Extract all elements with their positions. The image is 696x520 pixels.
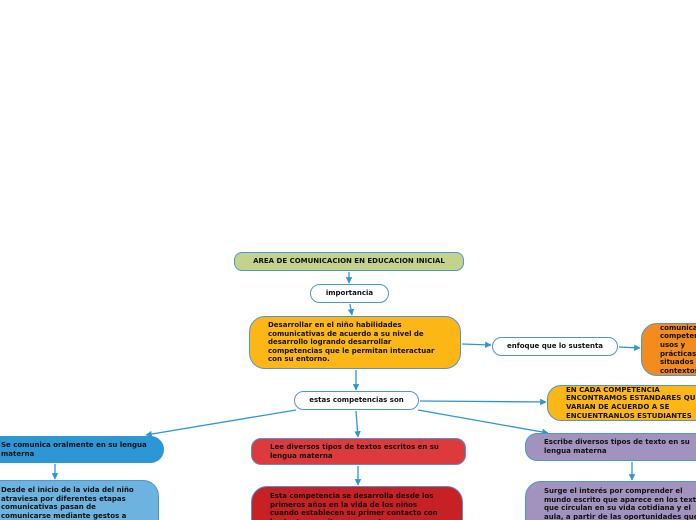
link-enfoque-detail <box>618 344 641 351</box>
estandares-node[interactable]: EN CADA COMPETENCIA ENCONTRAMOS ESTANDAR… <box>547 385 696 421</box>
link-description-enfoque <box>461 341 492 349</box>
oral-competency-node[interactable]: Se comunica oralmente en su lengua mater… <box>0 436 164 463</box>
link-competencias-escribe <box>417 409 549 436</box>
link-importancia-description <box>347 303 355 316</box>
lee-competency-node-text: Lee diversos tipos de textos escritos en… <box>270 442 439 460</box>
oral-detail-node-text: Desde el inicio de la vida del niño atra… <box>1 486 134 520</box>
escribe-detail-node[interactable]: Surge el interés por comprender el mundo… <box>525 481 696 520</box>
importancia-node-text: importancia <box>325 289 374 298</box>
escribe-detail-node-text: Surge el interés por comprender el mundo… <box>544 487 696 520</box>
enfoque-detail-node[interactable]: El enfoque comunicativo, competencias, u… <box>641 323 696 376</box>
oral-detail-node[interactable]: Desde el inicio de la vida del niño atra… <box>0 480 159 520</box>
title-node-text: AREA DE COMUNICACION EN EDUCACION INICIA… <box>253 257 445 266</box>
lee-detail-node[interactable]: Esta competencia se desarrolla desde los… <box>251 486 463 520</box>
estandares-node-text: EN CADA COMPETENCIA ENCONTRAMOS ESTANDAR… <box>566 385 696 420</box>
lee-competency-node[interactable]: Lee diversos tipos de textos escritos en… <box>251 438 466 465</box>
link-competencias-lee <box>354 410 361 438</box>
enfoque-detail-node-text: El enfoque comunicativo, competencias, u… <box>660 323 696 375</box>
description-node-text: Desarrollar en el niño habilidades comun… <box>268 321 435 364</box>
importancia-node[interactable]: importancia <box>310 284 389 303</box>
enfoque-node[interactable]: enfoque que lo sustenta <box>492 337 618 356</box>
lee-detail-node-text: Esta competencia se desarrolla desde los… <box>270 492 438 520</box>
competencias-node[interactable]: estas competencias son <box>294 391 419 410</box>
competencias-node-text: estas competencias son <box>309 396 404 405</box>
title-node[interactable]: AREA DE COMUNICACION EN EDUCACION INICIA… <box>234 252 464 271</box>
link-competencias-estandares <box>419 398 547 406</box>
escribe-competency-node[interactable]: Escribe diversos tipos de texto en su le… <box>525 433 696 461</box>
enfoque-node-text: enfoque que lo sustenta <box>506 342 604 351</box>
description-node[interactable]: Desarrollar en el niño habilidades comun… <box>249 316 461 369</box>
escribe-competency-node-text: Escribe diversos tipos de texto en su le… <box>544 438 690 455</box>
link-competencias-oral <box>145 409 297 438</box>
oral-competency-node-text: Se comunica oralmente en su lengua mater… <box>1 440 147 458</box>
